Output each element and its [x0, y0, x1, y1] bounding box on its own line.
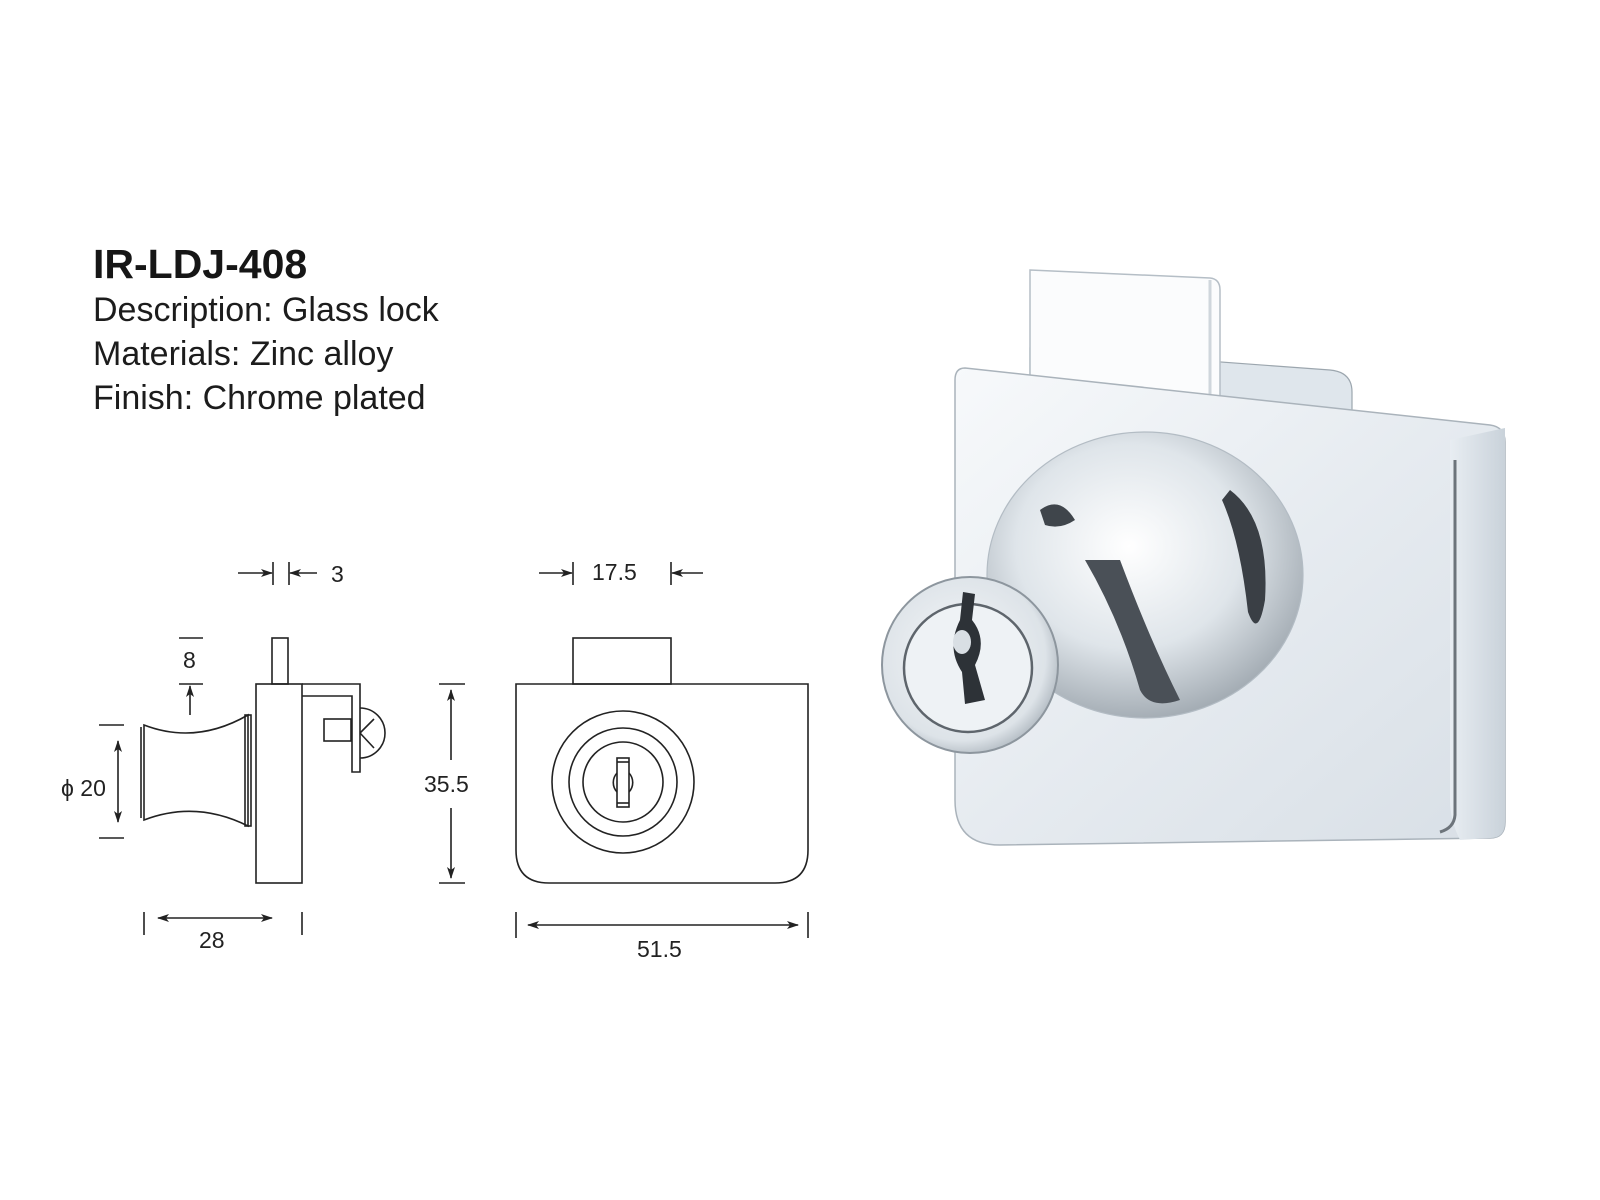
dimension-depth: [143, 912, 303, 935]
product-materials: Materials: Zinc alloy: [93, 335, 394, 373]
dimension-knob-diameter: [99, 724, 124, 839]
dimension-protrusion: [179, 637, 203, 715]
product-code: IR-LDJ-408: [93, 241, 308, 287]
label-depth: 28: [199, 927, 225, 953]
label-knob-diameter: ϕ 20: [61, 775, 106, 801]
label-protrusion: 8: [183, 647, 196, 673]
product-photo: [881, 269, 1506, 846]
side-view-drawing: [140, 637, 386, 884]
label-thickness: 3: [331, 561, 344, 587]
front-view-drawing: [515, 637, 809, 884]
dimension-width: [515, 912, 809, 938]
label-height: 35.5: [424, 771, 469, 797]
label-tab-width: 17.5: [592, 559, 637, 585]
label-width: 51.5: [637, 936, 682, 962]
product-finish: Finish: Chrome plated: [93, 379, 426, 417]
technical-drawing: 3 8 ϕ 20 28 17.5 35.5 51.5: [61, 559, 809, 962]
product-spec-block: IR-LDJ-408 Description: Glass lock Mater…: [93, 240, 439, 420]
dimension-thickness: [238, 562, 317, 585]
dimension-tab-width: [539, 562, 703, 585]
dimension-height: [439, 683, 465, 884]
product-description: Description: Glass lock: [93, 291, 439, 329]
